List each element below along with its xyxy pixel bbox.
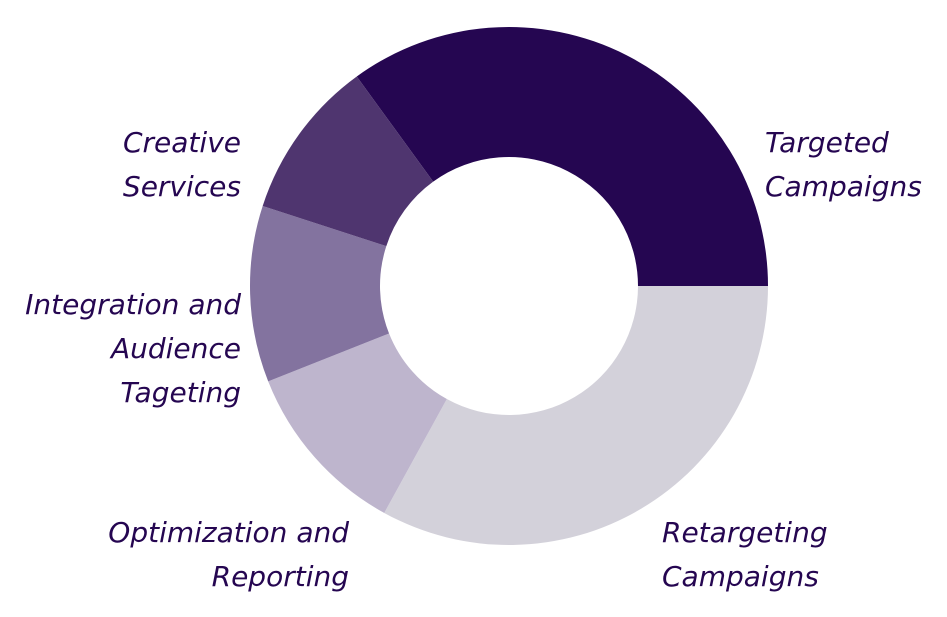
slice-label-line: Campaigns: [765, 170, 922, 203]
slice-label-optimization-and-reporting: Optimization and Reporting: [108, 511, 349, 599]
slice-label-line: Campaigns: [662, 560, 819, 593]
slice-label-line: Creative: [122, 126, 241, 159]
donut-slice-targeted-campaigns: [356, 26, 768, 286]
donut-slice-retargeting-campaigns: [384, 286, 768, 545]
slice-label-line: Integration and: [25, 288, 241, 321]
slice-label-line: Reporting: [211, 560, 349, 593]
donut-slice-optimization-and-reporting: [268, 333, 447, 513]
donut-slice-creative-services: [262, 76, 434, 247]
donut-slice-integration-and-audience-tageting: [250, 205, 390, 382]
slice-label-retargeting-campaigns: Retargeting Campaigns: [662, 511, 828, 599]
slice-label-line: Audience: [110, 332, 241, 365]
slice-label-integration-and-audience-tageting: Integration and Audience Tageting: [25, 283, 241, 415]
donut-slices: [250, 26, 768, 545]
slice-label-line: Tageting: [120, 376, 241, 409]
slice-label-targeted-campaigns: Targeted Campaigns: [765, 121, 922, 209]
slice-label-line: Targeted: [765, 126, 889, 159]
slice-label-line: Services: [122, 170, 241, 203]
slice-label-line: Retargeting: [662, 516, 828, 549]
slice-label-creative-services: Creative Services: [123, 121, 241, 209]
slice-label-line: Optimization and: [108, 516, 349, 549]
